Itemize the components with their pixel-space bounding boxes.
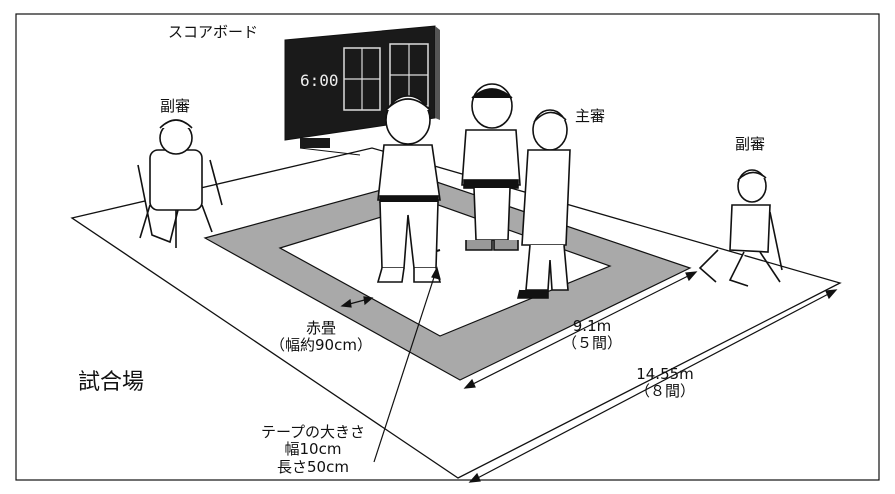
outer-size-meters: 14.55m [636, 365, 694, 383]
tape-size-title: テープの大きさ [260, 423, 366, 441]
outer-size-label: 14.55m （８間） [620, 365, 710, 401]
head-referee-label: 主審 [575, 107, 606, 125]
scoreboard-digits: 6:00 [300, 71, 339, 90]
sub-referee-right-label: 副審 [735, 135, 766, 153]
inner-size-label: 9.1m （５間） [552, 317, 632, 353]
head-referee-figure [516, 109, 571, 299]
contestant-white-figure [376, 95, 442, 283]
red-mat-name: 赤畳 [305, 319, 336, 337]
tape-size-label: テープの大きさ 幅10cm 長さ50cm [228, 423, 398, 476]
dimension-lines [340, 266, 838, 483]
sub-referee-left-figure [137, 119, 223, 248]
figure-frame [15, 13, 880, 481]
red-mat-label: 赤畳 （幅約90cm） [256, 319, 386, 355]
red-mat-width: （幅約90cm） [270, 336, 372, 355]
tape-size-width: 幅10cm [284, 440, 342, 459]
contestant-black-belt-figure [461, 83, 521, 251]
inner-size-meters: 9.1m [572, 317, 612, 335]
tape-size-length: 長さ50cm [277, 457, 349, 476]
sub-referee-left-label: 副審 [160, 97, 191, 115]
scoreboard-label: スコアボード [168, 23, 259, 41]
outer-size-ken: （８間） [634, 382, 695, 401]
venue-label: 試合場 [78, 370, 145, 395]
inner-size-ken: （５間） [561, 334, 622, 353]
sub-referee-right-figure [698, 169, 783, 287]
